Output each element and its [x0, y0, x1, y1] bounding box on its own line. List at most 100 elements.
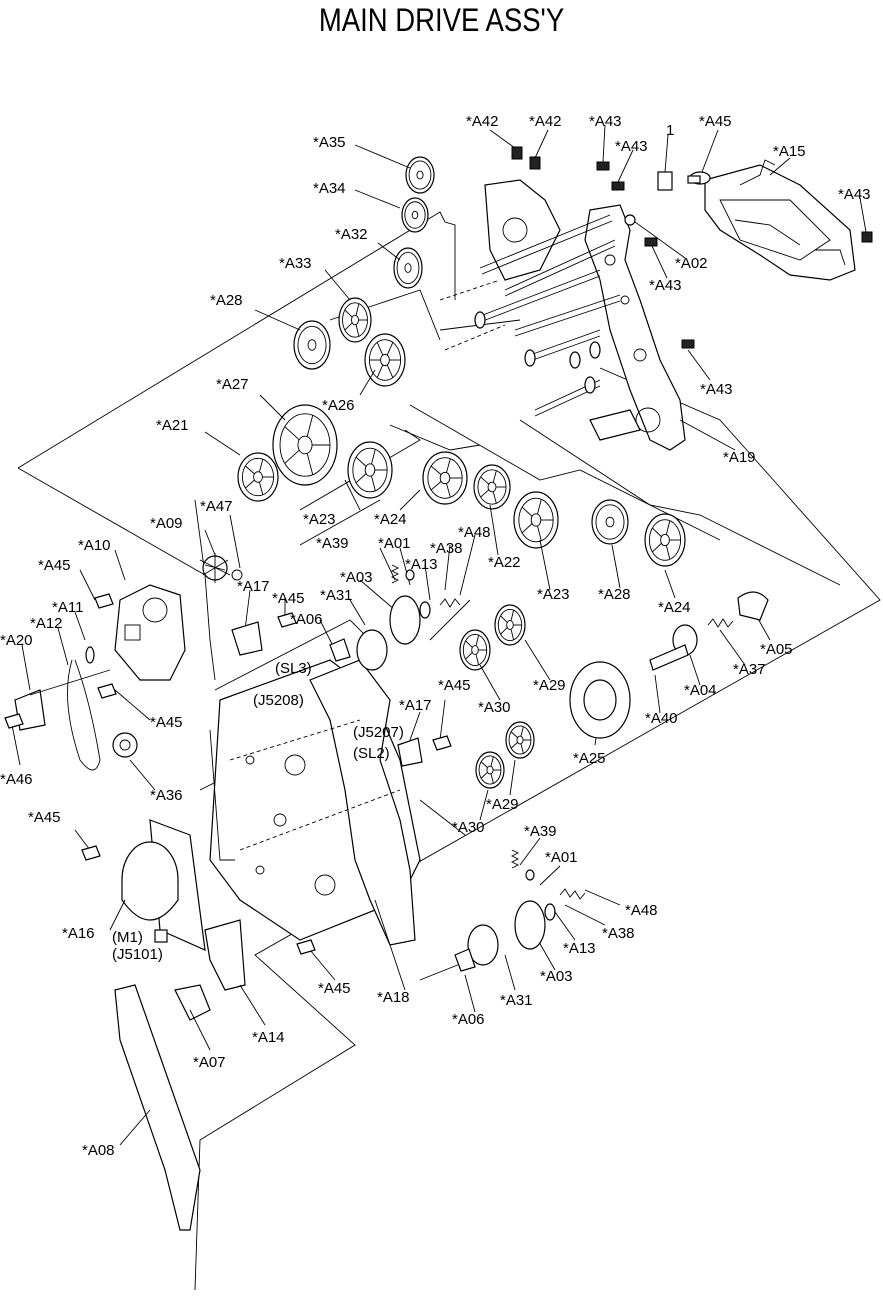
bracket-a14	[204, 919, 246, 991]
callout: *A13	[405, 556, 438, 573]
main-plates	[209, 659, 421, 946]
gear	[494, 604, 526, 646]
gear	[459, 629, 491, 671]
callout: *A31	[500, 992, 533, 1009]
callout: *A42	[466, 113, 499, 130]
callout: *A45	[318, 980, 351, 997]
callout: *A02	[675, 255, 708, 272]
callout: *A28	[598, 586, 631, 603]
gear	[591, 499, 629, 545]
callout: *A23	[537, 586, 570, 603]
frame-a15	[704, 159, 856, 281]
callout: *A43	[649, 277, 682, 294]
callout: *A30	[452, 819, 485, 836]
callout: *A21	[156, 417, 189, 434]
callout: (J5208)	[253, 692, 304, 709]
callout: *A34	[313, 180, 346, 197]
gear	[338, 297, 372, 343]
callout: *A45	[28, 809, 61, 826]
callout: *A25	[573, 750, 606, 767]
gear	[364, 333, 406, 387]
gear	[393, 247, 423, 289]
gear	[401, 197, 429, 233]
callout: *A19	[723, 449, 756, 466]
callout: *A27	[216, 376, 249, 393]
leader-lines	[11, 124, 867, 1146]
callout: *A43	[700, 381, 733, 398]
callout: *A20	[0, 632, 33, 649]
callout: *A09	[150, 515, 183, 532]
callout: *A26	[322, 397, 355, 414]
misc-parts	[199, 553, 769, 972]
callout: *A33	[279, 255, 312, 272]
callout: *A08	[82, 1142, 115, 1159]
callout: (J5207)	[353, 724, 404, 741]
callout: *A05	[760, 641, 793, 658]
callout: *A11	[52, 599, 83, 616]
callout: *A17	[399, 697, 432, 714]
callout: *A04	[684, 682, 717, 699]
callout: *A37	[733, 661, 766, 678]
gear	[505, 721, 535, 759]
callout: *A35	[313, 134, 346, 151]
gear	[422, 451, 468, 505]
gear	[347, 441, 393, 499]
callout: *A23	[303, 511, 336, 528]
callout: *A45	[272, 590, 305, 607]
gear	[644, 513, 686, 567]
callout: *A01	[545, 849, 578, 866]
callout: *A31	[320, 587, 353, 604]
springs	[390, 564, 734, 900]
outline-frames	[17, 211, 881, 1291]
callout: *A32	[335, 226, 368, 243]
bracket-a08	[114, 984, 211, 1231]
callout: *A18	[377, 989, 410, 1006]
callout: *A45	[438, 677, 471, 694]
callout: (M1)	[112, 929, 143, 946]
page-title: MAIN DRIVE ASS'Y	[318, 2, 565, 38]
callout: *A45	[38, 557, 71, 574]
gear	[475, 751, 505, 789]
gear	[405, 156, 435, 194]
callout: *A46	[0, 771, 33, 788]
callout: *A39	[316, 535, 349, 552]
callout: *A43	[589, 113, 622, 130]
shafts	[439, 214, 641, 441]
gear	[473, 464, 511, 510]
callout: *A38	[430, 540, 463, 557]
callout: *A43	[615, 138, 648, 155]
callout: *A01	[378, 535, 411, 552]
gears	[237, 156, 686, 789]
callout: 1	[666, 122, 674, 139]
belt-a12	[67, 659, 138, 771]
housing-a10	[114, 584, 186, 681]
bolts	[4, 593, 452, 955]
callout: *A13	[563, 940, 596, 957]
callout: *A48	[458, 524, 491, 541]
callout: *A43	[838, 186, 871, 203]
callout: *A22	[488, 554, 521, 571]
callout: (SL3)	[275, 660, 312, 677]
callout: *A38	[602, 925, 635, 942]
bracket-a20	[14, 646, 111, 731]
callout: *A36	[150, 787, 183, 804]
callout: *A17	[237, 578, 270, 595]
gear	[237, 452, 279, 502]
callout: *A29	[486, 796, 519, 813]
callout: *A15	[773, 143, 806, 160]
callout: *A10	[78, 537, 111, 554]
callout: *A40	[645, 710, 678, 727]
gear	[513, 491, 559, 549]
callout: *A12	[30, 615, 63, 632]
callout: *A39	[524, 823, 557, 840]
callout: *A03	[340, 569, 373, 586]
callout: *A30	[478, 699, 511, 716]
callout: *A28	[210, 292, 243, 309]
side-frame-a19	[484, 179, 686, 451]
callout: *A42	[529, 113, 562, 130]
callout: (J5101)	[112, 946, 163, 963]
callout: *A03	[540, 968, 573, 985]
callout-labels: *A35 *A42 *A42 *A43 *A43 1 *A45 *A15 *A4…	[0, 113, 871, 1159]
